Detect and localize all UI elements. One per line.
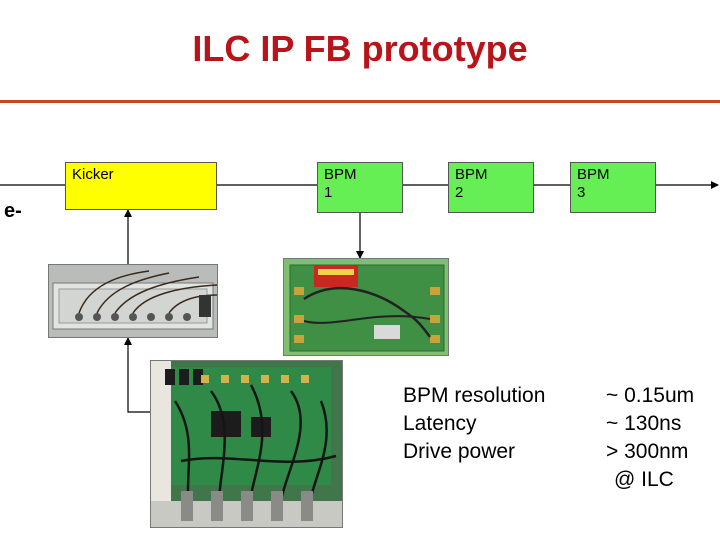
bpm3-number: 3 [577, 184, 586, 201]
bpm1-label: BPM [324, 166, 357, 183]
spec-label-resolution: BPM resolution [403, 384, 546, 407]
bpm1-number: 1 [324, 184, 333, 201]
bpm2-number: 2 [455, 184, 464, 201]
kicker-box: Kicker [65, 162, 217, 210]
bpm3-box: BPM 3 [570, 162, 656, 213]
spec-labels: BPM resolution Latency Drive power [403, 382, 545, 466]
kicker-driver-photo [48, 264, 218, 338]
feedback-board-image [151, 361, 342, 527]
kicker-driver-image [49, 265, 217, 337]
feedback-board-photo [150, 360, 343, 528]
bpm1-box: BPM 1 [317, 162, 403, 213]
kicker-label: Kicker [72, 166, 114, 183]
spec-value-latency: ~ 130ns [606, 412, 682, 435]
bpm2-box: BPM 2 [448, 162, 534, 213]
spec-value-context: @ ILC [614, 468, 674, 491]
spec-value-drive-power: > 300nm [606, 440, 689, 463]
electron-label: e- [4, 200, 22, 222]
bpm2-label: BPM [455, 166, 488, 183]
processor-to-driver-arrow [124, 337, 150, 413]
bpm3-label: BPM [577, 166, 610, 183]
title-divider [0, 100, 720, 103]
bpm-board-photo [283, 258, 449, 356]
spec-values: ~ 0.15um ~ 130ns > 300nm @ ILC [606, 382, 694, 494]
spec-value-resolution: ~ 0.15um [606, 384, 695, 407]
page-title: ILC IP FB prototype [192, 28, 528, 69]
bpm-board-image [284, 259, 448, 355]
spec-label-latency: Latency [403, 412, 477, 435]
spec-label-drive-power: Drive power [403, 440, 516, 463]
